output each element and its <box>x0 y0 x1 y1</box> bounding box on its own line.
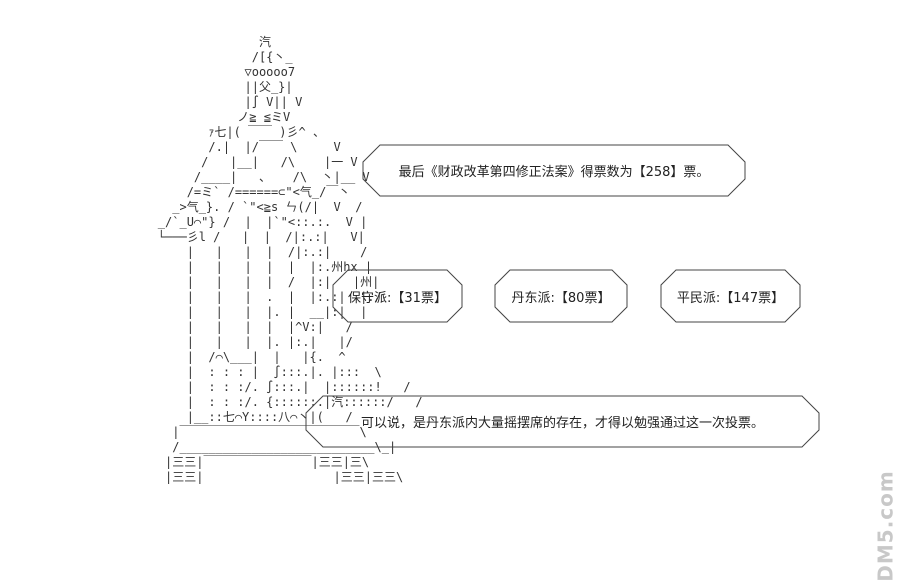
ascii-art-line: | : : : | ∫:::.|. |::: \ <box>100 365 382 379</box>
ascii-art-line: | | | | | |:.州hx | <box>100 260 373 274</box>
conclusion-box-frame <box>305 395 820 448</box>
ascii-art-line: /=ミ` /======⊂"<气_/￣丶 <box>100 185 351 199</box>
conclusion-text: 可以说，是丹东派内大量摇摆席的存在，才得以勉强通过这一次投票。 <box>360 416 764 431</box>
ascii-art-line: 汽 <box>100 35 271 49</box>
ascii-art-line: _/`_U⌒"} / | |`"<::.:. V | <box>100 215 368 229</box>
faction-1-box-frame <box>332 269 463 323</box>
ascii-art-line: | | | |. |:.| |/ <box>100 335 353 349</box>
ascii-art-line: |￣￣￣￣￣￣￣￣￣￣￣￣￣￣￣\ <box>100 425 367 439</box>
ascii-art-line: | | | |. | __|:| | <box>100 305 368 319</box>
ascii-art-line: |__::七⌒Y::::八⌒丶|( / <box>100 410 353 424</box>
watermark-text: DM5.com <box>874 470 899 582</box>
vote-result-text: 最后《财政改革第四修正法案》得票数为【258】票。 <box>398 165 710 180</box>
ascii-art-line: |∫ V|| V <box>100 95 303 109</box>
ascii-art-line: | : : :/. {::::::.|汽::::::/ / <box>100 395 423 409</box>
ascii-art-line: |三三|￣￣￣￣￣￣￣￣￣|三三|三\ <box>100 455 370 469</box>
ascii-art-line: |三三| |三三|三三\ <box>100 470 404 484</box>
ascii-art-line: | | | | / |:| |州| <box>100 275 380 289</box>
ascii-art-line: ｧ七|( ￣￣ )彡^ 、 <box>100 125 325 139</box>
ascii-art-line: / |__| /\ |一 V <box>100 155 358 169</box>
ascii-art-line: | | | | /|:.:| / <box>100 245 368 259</box>
ascii-art-line: /.| |/￣￣ \ V <box>100 140 341 154</box>
ascii-art-line: | | | . | |:.:| |./ <box>100 290 382 304</box>
ascii-art-line: /___________________________\_| <box>100 440 397 454</box>
faction-3-box-frame <box>660 269 801 323</box>
ascii-art-line: ノ≧ ≦ミV <box>100 110 291 124</box>
ascii-art-line: | | | | |^V:| / <box>100 320 353 334</box>
faction-2-box-frame <box>494 269 628 323</box>
ascii-art-line: | : : :/. ∫:::.| |::::::! / <box>100 380 411 394</box>
ascii-art-line: | /⌒\___| | |{. ^ <box>100 350 346 364</box>
faction-2-text: 丹东派:【80票】 <box>511 290 611 306</box>
ascii-art-line: ▽ooooo7 <box>100 65 296 79</box>
ascii-art-line: └───彡l / | | /|:.:| V| <box>100 230 365 244</box>
ascii-art-line: /____| 、 /\ 丶|__ V <box>100 170 370 184</box>
faction-1-text: 保守派:【31票】 <box>348 290 447 306</box>
vote-result-box-frame <box>362 144 746 197</box>
dm5-watermark-logo: DM5.com <box>868 470 904 581</box>
faction-3-text: 平民派:【147票】 <box>676 290 785 306</box>
ascii-art-line: ||父_}| <box>100 80 293 94</box>
ascii-art-line: /[{丶_ <box>100 50 293 64</box>
ascii-art-line: _>气_}. / `"<≧s ㄣ(/| V / <box>100 200 363 214</box>
